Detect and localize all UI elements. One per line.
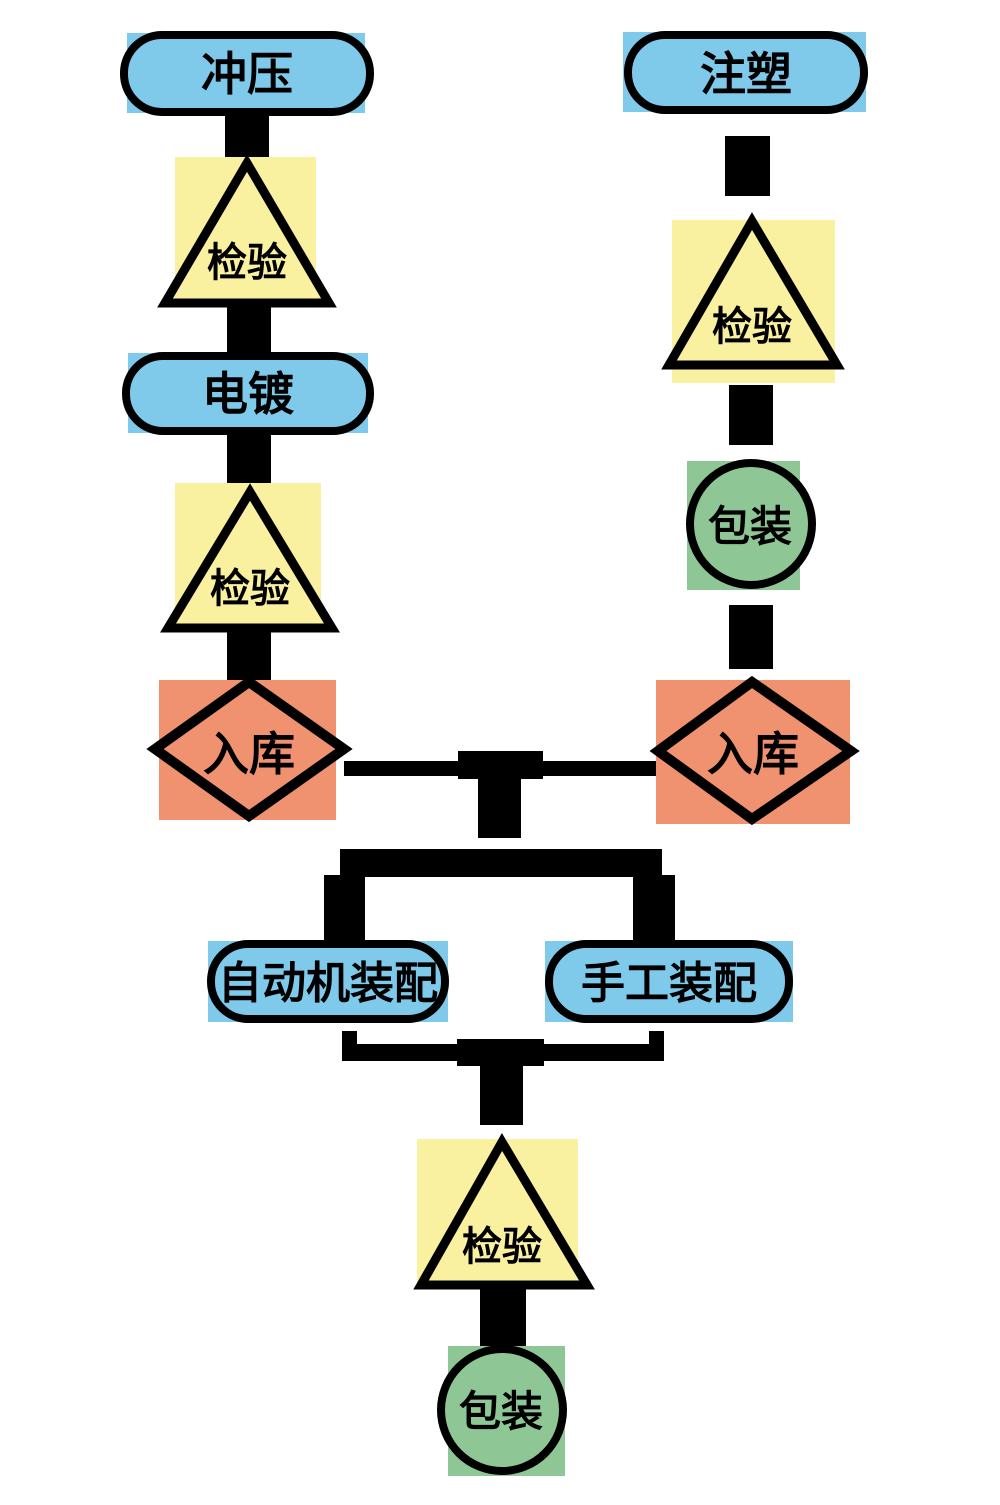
connector-segment (227, 627, 271, 684)
stadium-shape (120, 31, 374, 116)
circle-shape (686, 459, 816, 589)
node-label: 冲压 (201, 48, 293, 100)
node-inspection-2: 检验 (160, 483, 340, 633)
node-label: 手工装配 (581, 959, 757, 1008)
connectors (225, 111, 773, 1346)
node-label: 包装 (708, 503, 792, 550)
node-stamping: 冲压 (120, 31, 374, 116)
node-label: 电镀 (202, 368, 295, 420)
node-label: 入库 (707, 728, 799, 780)
bracket-tee (457, 1039, 544, 1066)
connector-segment (729, 385, 773, 445)
circle-shape (437, 1345, 567, 1475)
node-label: 检验 (462, 1225, 542, 1269)
node-inspection-1: 检验 (157, 154, 337, 308)
triangle-shape (413, 1133, 595, 1290)
stadium-shape (207, 940, 449, 1023)
bracket-drop (480, 1066, 523, 1125)
connector-segment (480, 1285, 526, 1346)
node-packaging-mid: 包装 (686, 459, 816, 590)
node-packaging-final: 包装 (437, 1345, 567, 1476)
node-inspection-3: 检验 (661, 212, 845, 383)
diamond-shape (146, 675, 353, 823)
triangle-shape (160, 483, 340, 633)
node-warehouse-right: 入库 (649, 675, 860, 826)
node-label: 注塑 (700, 48, 792, 100)
merge-drop (478, 778, 521, 838)
connector-segment (227, 301, 271, 355)
node-plating: 电镀 (122, 352, 374, 435)
node-inspection-final: 检验 (413, 1133, 595, 1290)
node-label: 检验 (210, 567, 290, 611)
node-warehouse-left: 入库 (146, 675, 353, 823)
stadium-shape (624, 31, 868, 114)
split-drop-left (324, 875, 365, 943)
node-injection: 注塑 (623, 31, 868, 114)
node-auto-assembly: 自动机装配 (207, 940, 449, 1023)
split-drop-right (633, 875, 675, 943)
node-label: 入库 (203, 728, 295, 780)
merge-tee (458, 751, 543, 779)
stadium-shape (545, 940, 793, 1023)
triangle-shape (157, 154, 337, 308)
triangle-shape (661, 212, 845, 370)
diamond-shape (649, 675, 860, 826)
stadium-shape (122, 352, 374, 435)
connector-segment (729, 605, 773, 669)
split-bar (340, 849, 662, 877)
node-label: 包装 (459, 1388, 543, 1435)
node-label: 自动机装配 (218, 959, 438, 1008)
connector-segment (725, 136, 770, 196)
node-label: 检验 (207, 241, 287, 285)
node-manual-assembly: 手工装配 (545, 940, 793, 1023)
node-label: 检验 (712, 305, 792, 349)
connector-segment (227, 430, 271, 489)
